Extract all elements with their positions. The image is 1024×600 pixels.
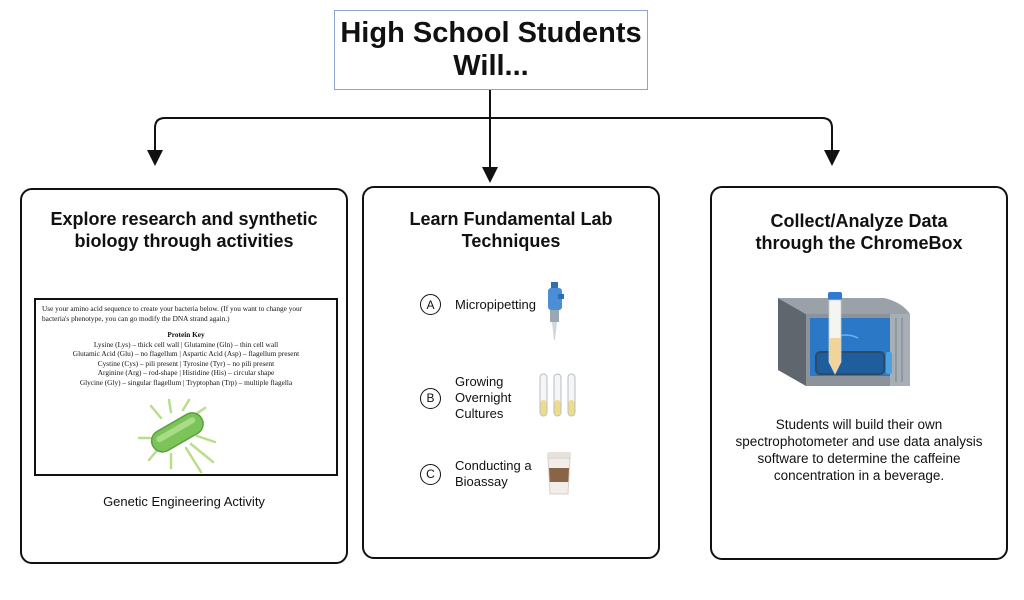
step-label: Micropipetting — [455, 296, 536, 312]
diagram-title: High School Students Will... — [334, 10, 648, 90]
card-title: Collect/Analyze Data through the ChromeB… — [755, 211, 963, 253]
chromebox-description: Students will build their own spectropho… — [735, 417, 983, 483]
step-label: Growing Overnight Cultures — [455, 374, 512, 421]
card-title: Explore research and synthetic biology t… — [50, 209, 318, 251]
card-title: Learn Fundamental Lab Techniques — [409, 209, 613, 251]
key-line: Glutamic Acid (Glu) – no flagellum | Asp… — [72, 349, 300, 358]
culture-tubes-icon — [539, 373, 576, 417]
card-explore-research: Explore research and synthetic biology t… — [20, 188, 348, 564]
chromebox-spectrophotometer-icon — [778, 292, 910, 386]
coffee-cup-icon — [547, 452, 571, 495]
step-letter: C — [420, 463, 441, 485]
activity-document: Use your amino acid sequence to create y… — [34, 298, 338, 476]
step-micropipetting: A Micropipetting — [420, 294, 536, 315]
key-line: Arginine (Arg) – rod-shape | Histidine (… — [97, 368, 275, 377]
card-chromebox: Collect/Analyze Data through the ChromeB… — [710, 186, 1008, 560]
card-caption: Genetic Engineering Activity — [103, 494, 265, 509]
key-line: Glycine (Gly) – singular flagellum | Try… — [79, 377, 293, 387]
step-letter: B — [420, 387, 441, 409]
step-overnight-cultures: B Growing Overnight Cultures — [420, 374, 535, 422]
micropipette-icon — [548, 282, 564, 340]
protein-key-title: Protein Key — [167, 330, 205, 339]
step-bioassay: C Conducting a Bioassay — [420, 458, 535, 490]
card-lab-techniques: Learn Fundamental Lab Techniques A Micro… — [362, 186, 660, 559]
step-letter: A — [420, 294, 441, 315]
bacteria-icon — [137, 398, 217, 474]
key-line: Cystine (Cys) – pili present | Tyrosine … — [97, 358, 275, 368]
step-label: Conducting a Bioassay — [455, 458, 532, 489]
document-intro: Use your amino acid sequence to create y… — [42, 304, 303, 323]
key-line: Lysine (Lys) – thick cell wall | Glutami… — [93, 339, 279, 349]
